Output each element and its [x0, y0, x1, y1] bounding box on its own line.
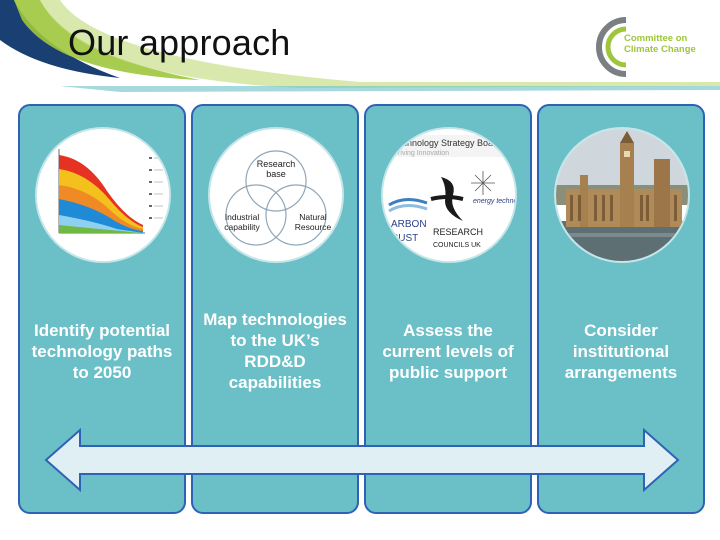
- card-label: Map technologies to the UK’s RDD&D capab…: [203, 310, 347, 392]
- card-label: Consider institutional arrangements: [564, 320, 678, 382]
- energy-tech-logo-text: energy technologies: [473, 198, 515, 205]
- logos-collage: Technology Strategy Boa Driving Innovati…: [383, 129, 515, 261]
- venn-top-label-2: base: [266, 169, 286, 179]
- logo-line-1: Committee on: [624, 33, 688, 44]
- tsb-logo-text: Technology Strategy Boa: [393, 138, 493, 148]
- parliament-building-icon: [556, 129, 688, 261]
- venn-top-label: Research: [257, 159, 296, 169]
- parliament-photo: [556, 129, 688, 261]
- carbon-trust-logo-text-2: RUST: [391, 233, 418, 244]
- rcuk-logo-text: RESEARCH: [433, 227, 483, 237]
- venn-right-label: Natural: [299, 212, 327, 222]
- venn-left-label: Industrial: [225, 212, 260, 222]
- card-label: Assess the current levels of public supp…: [382, 320, 514, 382]
- carbon-trust-logo-text: ARBON: [391, 219, 427, 230]
- rcuk-logo-text-2: COUNCILS UK: [433, 242, 481, 249]
- venn-diagram-icon: Research base Industrial capability Natu…: [224, 150, 332, 246]
- funding-bodies-logos-icon: Technology Strategy Boa Driving Innovati…: [383, 129, 515, 261]
- logo-text: Committee on Climate Change: [624, 33, 696, 55]
- venn-diagram: Research base Industrial capability Natu…: [210, 129, 342, 261]
- venn-right-label-2: Resource: [295, 222, 332, 232]
- page-title: Our approach: [68, 22, 291, 63]
- tsb-tagline: Driving Innovation: [393, 150, 449, 157]
- card-label: Identify potential technology paths to 2…: [31, 320, 173, 382]
- committee-logo-icon: [596, 17, 627, 77]
- venn-left-label-2: capability: [224, 222, 260, 232]
- double-arrow-icon: [44, 428, 680, 492]
- header-swoosh: [0, 0, 720, 92]
- logo-line-2: Climate Change: [624, 44, 696, 55]
- chart-thumbnail: [37, 129, 169, 261]
- stacked-area-chart-icon: [37, 129, 169, 261]
